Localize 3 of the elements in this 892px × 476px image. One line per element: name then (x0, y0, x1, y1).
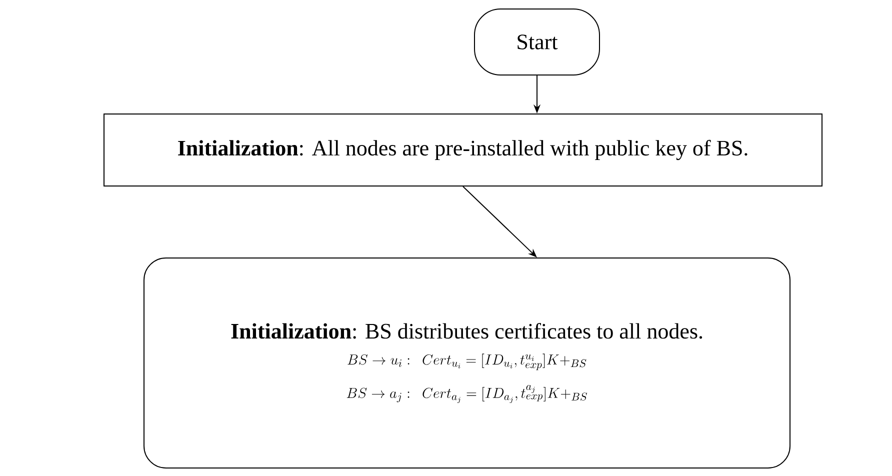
start-terminal: Start (474, 8, 600, 76)
process-box: Initialization: All nodes are pre-installed with public key of BS. (104, 114, 822, 186)
process-box: Initialization: BS distributes certificates to all nodes. $BS \rightarrow u_i :\ \ Cert_{u_i} = [ID_{u_i}, t_{exp}^{u_i}]K +_{BS}$ $BS \rightarrow a_j :\ \ Cert_{a_j} = [ID_{a_j}, t_{exp}^{a_j}]K +_{BS}$ (144, 258, 790, 468)
